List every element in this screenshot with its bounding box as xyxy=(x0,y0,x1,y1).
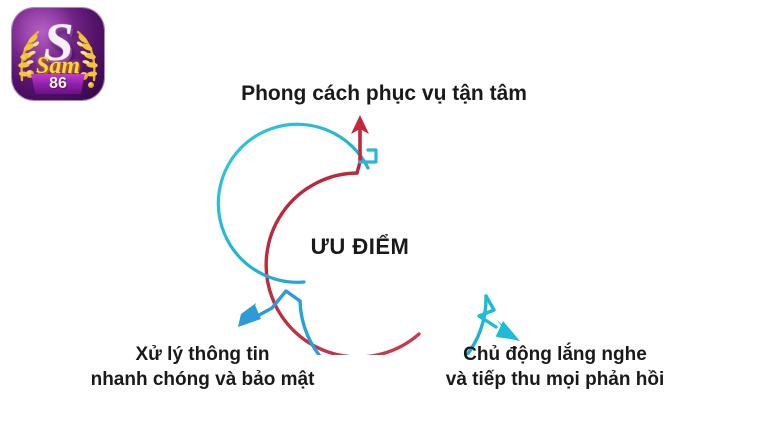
arrow-up-red xyxy=(351,115,369,164)
arrow-down-left-blue xyxy=(238,289,302,327)
arrow-down-right-cyan xyxy=(477,294,520,341)
outer-ring-blue-segment xyxy=(298,294,488,355)
coin-decoration xyxy=(88,82,94,88)
logo-banner xyxy=(31,74,85,94)
logo-letter-s: S xyxy=(43,12,73,72)
top-step-notch xyxy=(358,148,378,164)
coin-decoration xyxy=(26,70,34,78)
laurel-right-icon xyxy=(76,30,98,82)
inner-ring-cyan xyxy=(216,122,370,284)
branch-label-bottom-left: Xử lý thông tin nhanh chóng và bảo mật xyxy=(90,344,315,391)
diagram-center-label: ƯU ĐIỂM xyxy=(310,234,410,259)
cycle-diagram xyxy=(216,115,520,355)
logo-number: 86 xyxy=(49,75,67,92)
branch-label-bottom-right: Chủ động lắng nghe và tiếp thu mọi phản … xyxy=(445,344,665,391)
outer-ring-red-segment xyxy=(264,160,421,355)
branch-label-top: Phong cách phục vụ tận tâm xyxy=(241,82,527,105)
sam86-logo[interactable]: S Sam 86 xyxy=(12,8,104,100)
coin-decoration xyxy=(22,56,27,61)
